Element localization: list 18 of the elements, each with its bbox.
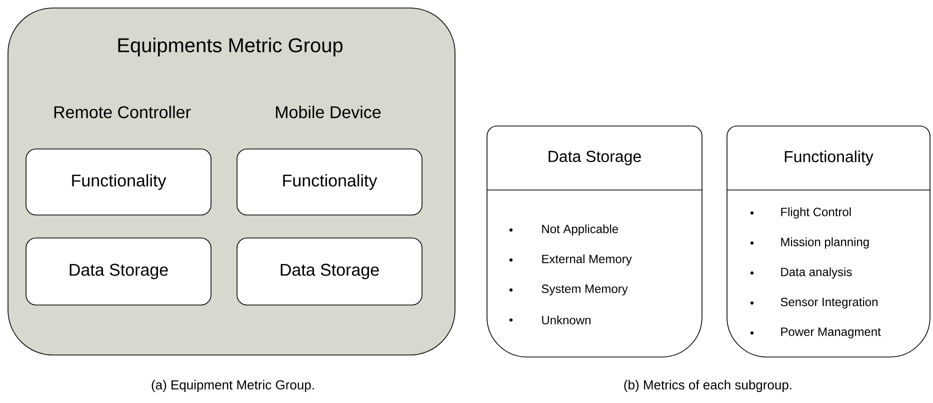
metric-box: Functionality [26,148,212,216]
list-item: Power Managment [750,328,881,338]
group-title: Equipments Metric Group [118,38,343,56]
caption: (b) Metrics of each subgroup. [624,380,792,392]
list-item: System Memory [509,284,628,296]
metric-box: Functionality [236,148,422,216]
list-item: Unknown [509,316,590,324]
subgroup-heading: Mobile Device [276,106,381,118]
list-item: Not Applicable [509,224,618,236]
subgroup-heading: Remote Controller [54,106,191,118]
list-item: External Memory [509,254,632,266]
list-item: Sensor Integration [750,297,878,309]
caption: (a) Equipment Metric Group. [152,380,314,392]
metric-box: Data Storage [236,238,422,306]
list-item: Mission planning [750,237,869,249]
list-item: Flight Control [750,207,851,219]
metric-box: Data Storage [26,238,212,306]
list-item: Data analysis [750,267,852,279]
